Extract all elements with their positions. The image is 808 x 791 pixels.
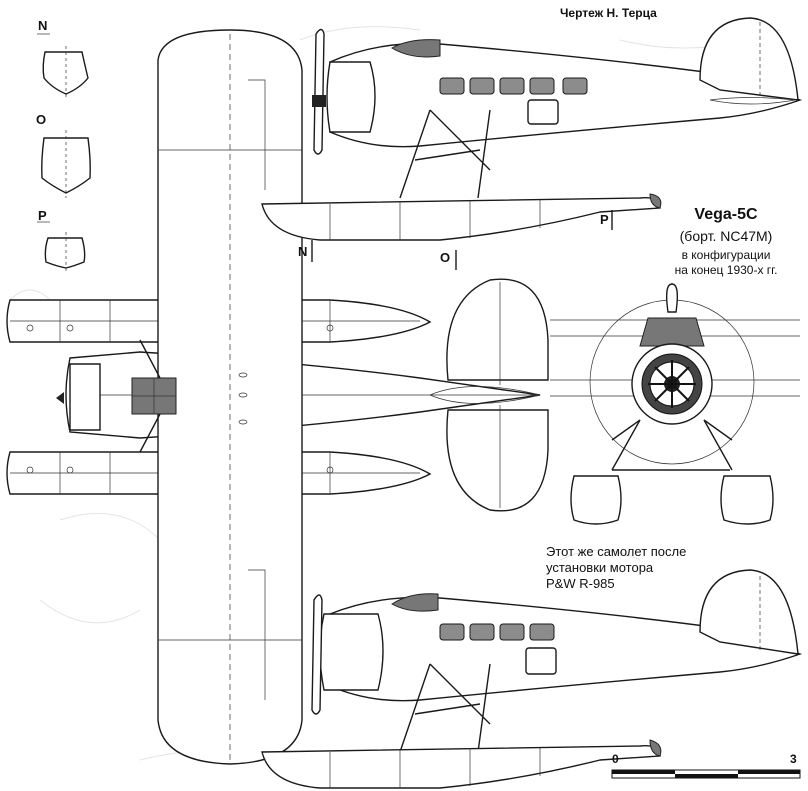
section-o-marker-label: O [440,250,451,265]
side-view-bottom [261,569,803,789]
top-view-struts [139,339,161,453]
aircraft-config-line1: в конфигурации [681,248,771,262]
side-view-top-windows [439,77,588,95]
note-line3: P&W R-985 [546,576,615,591]
section-n-marker-label: N [298,244,308,259]
section-p-marker-label: P [600,212,609,227]
top-view-wing [157,29,303,765]
section-n-profile [42,46,89,98]
section-o-label: O [36,112,47,127]
side-view-bottom-windows [439,623,555,641]
side-view-bottom-propeller [311,594,323,715]
section-markers [311,210,613,270]
note-line1: Этот же самолет после [546,544,687,559]
front-view-struts [611,419,733,471]
side-view-bottom-fuselage [329,596,803,702]
scale-start-label: 0 [612,752,619,766]
front-view-float-right [720,475,774,525]
section-p-profile [44,232,86,272]
side-view-top-fuselage [329,42,803,148]
front-view-propeller-blade [665,283,679,313]
top-view-cockpit [56,363,177,431]
note-line2: установки мотора [546,560,654,575]
aircraft-registration: (борт. NC47M) [679,228,773,244]
section-n-label: N [38,18,48,33]
aircraft-config-line2: на конец 1930-х гг. [674,263,778,277]
section-p-label: P [38,208,47,223]
section-o-profile [41,130,91,198]
side-view-top [261,17,803,241]
aircraft-model: Vega-5C [694,206,758,223]
scale-end-label: 3 [790,752,797,766]
side-view-top-fin [699,17,799,101]
front-view-cabin [639,317,705,347]
side-view-top-propeller [313,28,325,155]
side-view-bottom-float [261,745,661,789]
front-view-float-left [570,475,622,525]
front-view [550,283,800,525]
top-view [6,29,549,765]
top-view-horizontal-tail [446,278,549,512]
scale-bar [611,769,801,779]
side-view-bottom-fin [699,569,799,655]
side-view-bottom-canopy [391,593,439,612]
side-view-top-canopy [390,39,441,58]
drawing-credit: Чертеж Н. Терца [560,6,657,20]
